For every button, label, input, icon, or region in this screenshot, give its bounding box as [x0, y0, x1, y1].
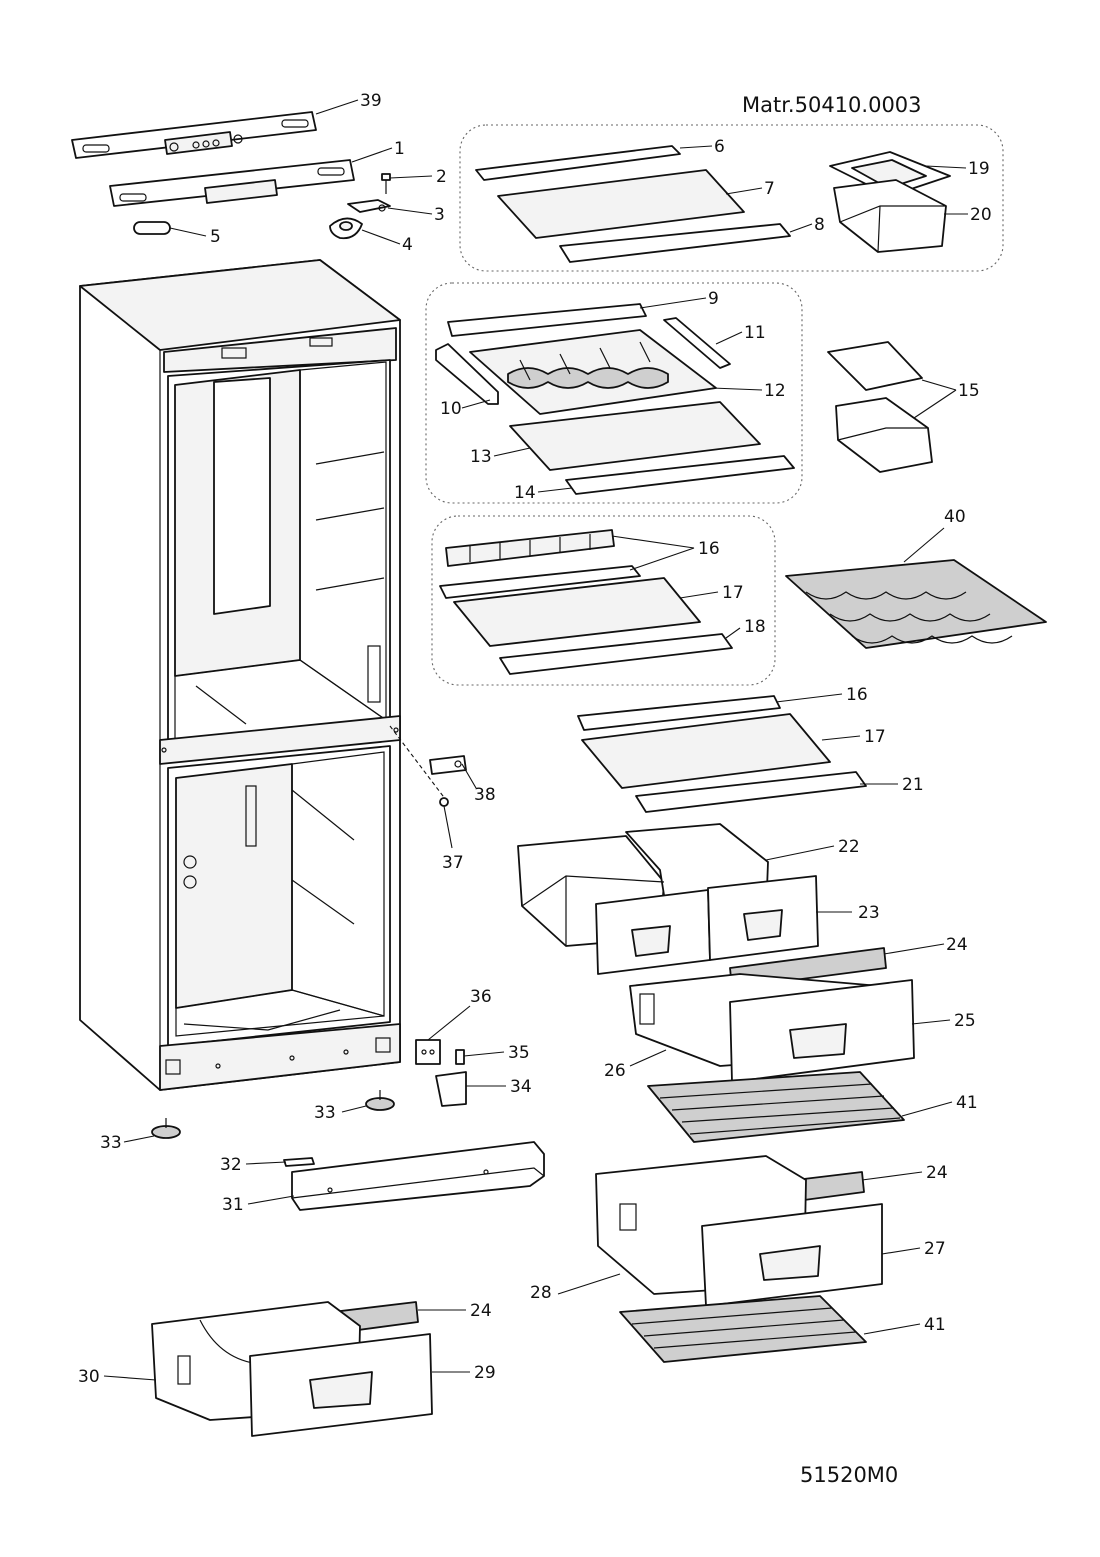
callout-22: 22 — [838, 837, 860, 857]
thermostat-part-36 — [415, 1039, 441, 1065]
hinge-part-3 — [347, 199, 391, 213]
callout-1: 1 — [394, 139, 405, 159]
glass-shelf-part-13 — [509, 401, 761, 471]
shelf-front-trim-part-21 — [635, 771, 867, 813]
drawer-front-part-27 — [701, 1203, 883, 1307]
callout-20: 20 — [970, 205, 992, 225]
callout-7: 7 — [764, 179, 775, 199]
bottle-rack-part-12 — [469, 329, 717, 415]
callout-39: 39 — [360, 91, 382, 111]
callout-28: 28 — [530, 1283, 552, 1303]
shelf-rear-trim-part-6 — [475, 145, 681, 181]
hinge-cap-part-4 — [329, 217, 363, 240]
group-outline-bottle-shelf — [425, 282, 803, 504]
shelf-front-trim-part-18 — [499, 633, 733, 675]
callout-16-lower: 16 — [846, 685, 868, 705]
callout-21: 21 — [902, 775, 924, 795]
plug-part-5 — [133, 221, 171, 235]
callout-12: 12 — [764, 381, 786, 401]
callout-24-lower: 24 — [470, 1301, 492, 1321]
drawing-code: 51520M0 — [800, 1463, 898, 1487]
bottle-holder-part-40 — [785, 559, 1047, 649]
shelf-front-trim-part-8 — [559, 223, 791, 263]
kickplate-part-31 — [291, 1141, 545, 1211]
group-outline-upper-shelf — [459, 124, 1004, 272]
refrigerator-cabinet — [79, 259, 401, 1091]
callout-17-upper: 17 — [722, 583, 744, 603]
callout-19: 19 — [968, 159, 990, 179]
callout-17-lower: 17 — [864, 727, 886, 747]
egg-tray-part-15 — [827, 341, 933, 473]
box-part-20 — [833, 179, 947, 253]
shelf-front-trim-part-14 — [565, 455, 795, 495]
glass-shelf-part-17-lower — [581, 713, 831, 789]
callout-35: 35 — [508, 1043, 530, 1063]
callout-9: 9 — [708, 289, 719, 309]
drawer-front-part-25 — [729, 979, 915, 1083]
screw-part-2 — [381, 173, 391, 194]
callout-34: 34 — [510, 1077, 532, 1097]
wire-shelf-part-41-lower — [619, 1295, 867, 1363]
callout-40: 40 — [944, 507, 966, 527]
callout-36: 36 — [470, 987, 492, 1007]
side-rail-part-10 — [435, 343, 499, 405]
foot-part-33-right — [365, 1090, 395, 1111]
material-code: Matr.50410.0003 — [742, 93, 922, 117]
callout-33-right: 33 — [314, 1103, 336, 1123]
callout-3: 3 — [434, 205, 445, 225]
callout-23: 23 — [858, 903, 880, 923]
wire-shelf-part-41-upper — [647, 1071, 905, 1143]
callout-15: 15 — [958, 381, 980, 401]
callout-6: 6 — [714, 137, 725, 157]
callout-41-upper: 41 — [956, 1093, 978, 1113]
callout-5: 5 — [210, 227, 221, 247]
callout-8: 8 — [814, 215, 825, 235]
callout-41-lower: 41 — [924, 1315, 946, 1335]
glass-shelf-part-17 — [453, 577, 701, 647]
control-panel-part-39 — [71, 111, 317, 159]
pin-part-37 — [439, 797, 449, 807]
shelf-rear-trim-part-9 — [447, 303, 647, 337]
callout-27: 27 — [924, 1239, 946, 1259]
callout-26: 26 — [604, 1061, 626, 1081]
callout-30: 30 — [78, 1367, 100, 1387]
side-rail-part-11 — [663, 317, 731, 369]
callout-37: 37 — [442, 853, 464, 873]
shelf-rear-trim-part-16 — [439, 565, 641, 599]
bracket-part-34 — [435, 1071, 467, 1107]
hinge-part-38 — [429, 755, 467, 775]
foot-part-33-left — [151, 1118, 181, 1139]
glass-shelf-part-7 — [497, 169, 745, 239]
callout-29: 29 — [474, 1363, 496, 1383]
shelf-rear-trim-part-16-upper — [445, 529, 615, 567]
callout-14: 14 — [514, 483, 536, 503]
callout-10: 10 — [440, 399, 462, 419]
callout-24-upper: 24 — [946, 935, 968, 955]
callout-32: 32 — [220, 1155, 242, 1175]
callout-33-left: 33 — [100, 1133, 122, 1153]
shelf-rear-trim-part-16-lower — [577, 695, 781, 731]
callout-16-upper: 16 — [698, 539, 720, 559]
callout-24-middle: 24 — [926, 1163, 948, 1183]
callout-38: 38 — [474, 785, 496, 805]
callout-numbers: 39 1 2 3 4 5 6 7 8 19 20 9 11 12 10 13 1… — [78, 91, 992, 1387]
leader-lines — [103, 99, 968, 1381]
callout-18: 18 — [744, 617, 766, 637]
crisper-front-part-23 — [595, 875, 819, 975]
group-outline-middle-shelf — [431, 515, 776, 686]
callout-25: 25 — [954, 1011, 976, 1031]
callout-13: 13 — [470, 447, 492, 467]
callout-2: 2 — [436, 167, 447, 187]
spring-part-35 — [455, 1049, 465, 1065]
callout-4: 4 — [402, 235, 413, 255]
top-cover-part-1 — [109, 159, 355, 207]
callout-11: 11 — [744, 323, 766, 343]
callout-31: 31 — [222, 1195, 244, 1215]
drawer-front-part-29 — [249, 1333, 433, 1437]
clip-part-32 — [283, 1157, 315, 1167]
